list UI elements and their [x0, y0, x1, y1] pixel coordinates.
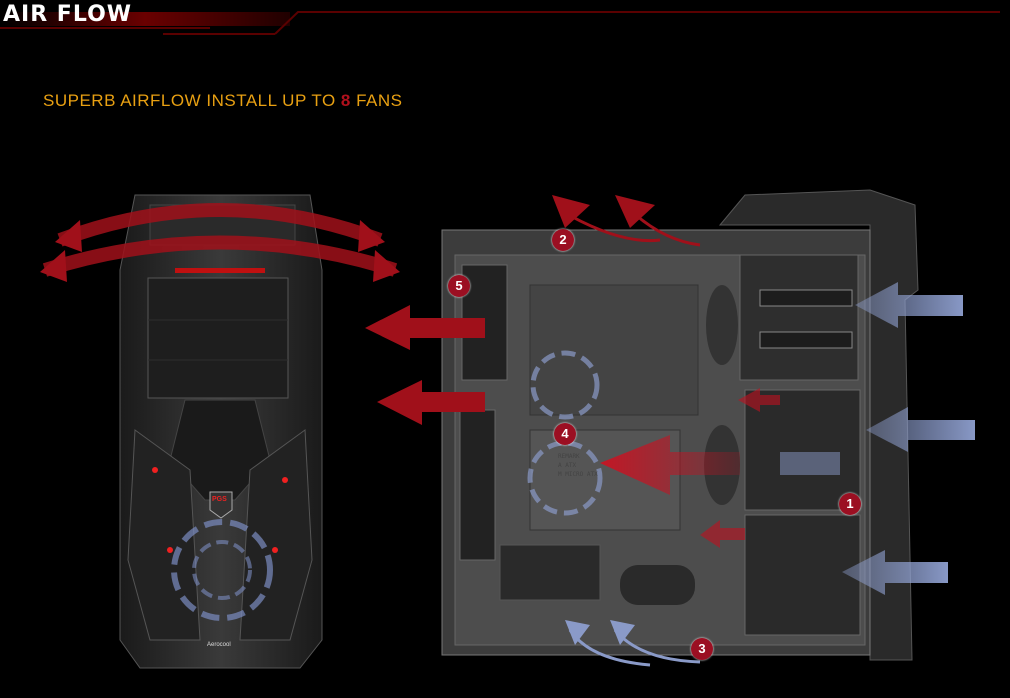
remark-line-matx: M MICRO ATX [558, 471, 598, 478]
marker-2: 2 [552, 229, 574, 251]
case-front-view [40, 194, 400, 669]
headline-prefix: SUPERB AIRFLOW INSTALL UP TO [43, 91, 341, 110]
marker-1: 1 [839, 493, 861, 515]
intake-arrow-bottom [842, 550, 948, 595]
brand-logo: Aerocool [207, 642, 231, 648]
case-side-view [441, 189, 919, 667]
remark-title: REMARK [558, 453, 580, 460]
intake-arrow-top [855, 282, 963, 328]
remark-line-atx: A ATX [558, 462, 577, 469]
marker-5: 5 [448, 275, 470, 297]
internal-flow-arrow [600, 435, 740, 495]
marker-4: 4 [554, 423, 576, 445]
header-decoration [0, 11, 1000, 35]
headline: SUPERB AIRFLOW INSTALL UP TO 8 FANS [43, 91, 403, 111]
exhaust-arrow-rear-bottom [377, 380, 485, 425]
motherboard-remark-label: REMARK A ATX M MICRO ATX [558, 452, 598, 479]
intake-arrow-middle [866, 407, 975, 452]
page-title: AIR FLOW [3, 2, 133, 27]
exhaust-arrow-rear-top [365, 305, 485, 350]
pgs-badge-logo: PGS [212, 496, 227, 503]
marker-3: 3 [691, 638, 713, 660]
headline-suffix: FANS [350, 91, 403, 110]
headline-fan-count: 8 [340, 91, 351, 110]
